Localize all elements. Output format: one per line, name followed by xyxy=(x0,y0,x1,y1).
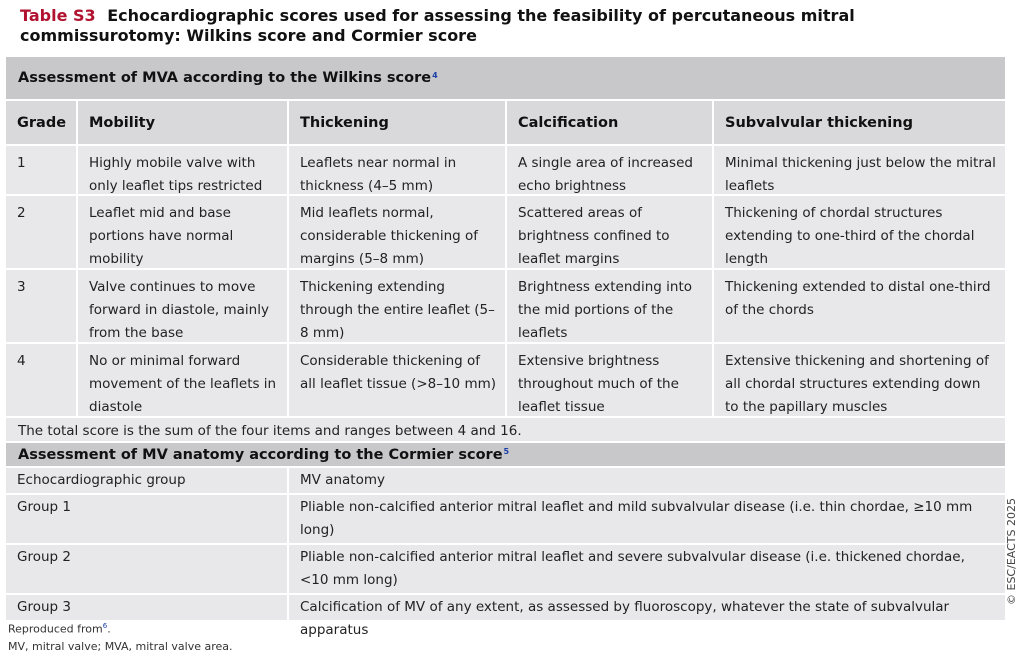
reproduced-text: Reproduced from xyxy=(8,622,103,636)
mobility-cell: Valve continues to move forward in diast… xyxy=(78,270,289,342)
reproduced-period: . xyxy=(107,622,111,636)
table-row: 4 No or minimal forward movement of the … xyxy=(6,344,1005,418)
grade-cell: 2 xyxy=(6,196,78,268)
table-row: 2 Leaflet mid and base portions have nor… xyxy=(6,196,1005,270)
group-cell: Group 2 xyxy=(6,545,289,593)
table-row: 3 Valve continues to move forward in dia… xyxy=(6,270,1005,344)
cormier-header-row: Echocardiographic group MV anatomy xyxy=(6,468,1005,495)
grade-cell: 4 xyxy=(6,344,78,416)
col-header-echo-group: Echocardiographic group xyxy=(6,468,289,493)
reproduced-footnote: Reproduced from6. xyxy=(8,622,111,636)
subvalvular-cell: Extensive thickening and shortening of a… xyxy=(725,353,989,415)
col-header-subvalvular: Subvalvular thickening xyxy=(725,115,913,131)
col-header-calcification: Calcification xyxy=(507,101,714,144)
wilkins-header-row: Grade Mobility Thickening Calcification … xyxy=(6,101,1005,146)
grade-cell: 1 xyxy=(6,146,78,194)
abbreviations-footnote: MV, mitral valve; MVA, mitral valve area… xyxy=(8,640,233,653)
col-header-grade: Grade xyxy=(6,101,78,144)
calcification-cell: Brightness extending into the mid portio… xyxy=(507,270,714,342)
grade-cell: 3 xyxy=(6,270,78,342)
wilkins-total-note: The total score is the sum of the four i… xyxy=(6,418,1005,443)
group-cell: Group 3 xyxy=(6,595,289,620)
thickening-cell: Considerable thickening of all leaflet t… xyxy=(289,344,507,416)
col-header-mobility: Mobility xyxy=(78,101,289,144)
cormier-ref[interactable]: 5 xyxy=(503,447,510,456)
col-header-thickening: Thickening xyxy=(289,101,507,144)
mobility-cell: Leaflet mid and base portions have norma… xyxy=(78,196,289,268)
wilkins-section-heading: Assessment of MVA according to the Wilki… xyxy=(6,57,1005,101)
table-label: Table S3 xyxy=(20,6,96,25)
table-row: Group 2 Pliable non-calcified anterior m… xyxy=(6,545,1005,595)
table-row: Group 3 Calcification of MV of any exten… xyxy=(6,595,1005,638)
reproduced-ref[interactable]: 6 xyxy=(102,622,108,630)
table-row: 1 Highly mobile valve with only leaflet … xyxy=(6,146,1005,196)
calcification-cell: Scattered areas of brightness confined t… xyxy=(507,196,714,268)
thickening-cell: Thickening extending through the entire … xyxy=(289,270,507,342)
calcification-cell: A single area of increased echo brightne… xyxy=(507,146,714,194)
cormier-heading-text: Assessment of MV anatomy according to th… xyxy=(18,446,503,463)
anatomy-cell: Calcification of MV of any extent, as as… xyxy=(300,599,950,638)
subvalvular-cell: Thickening extended to distal one-third … xyxy=(725,279,991,318)
anatomy-cell: Pliable non-calcified anterior mitral le… xyxy=(300,549,965,588)
group-cell: Group 1 xyxy=(6,495,289,543)
wilkins-heading-text: Assessment of MVA according to the Wilki… xyxy=(18,70,432,86)
thickening-cell: Leaflets near normal in thickness (4–5 m… xyxy=(289,146,507,194)
calcification-cell: Extensive brightness throughout much of … xyxy=(507,344,714,416)
subvalvular-cell: Minimal thickening just below the mitral… xyxy=(725,155,996,194)
table-caption: Echocardiographic scores used for assess… xyxy=(20,6,855,45)
copyright-notice: © ESC/EACTS 2025 xyxy=(1005,498,1018,605)
cormier-section-heading: Assessment of MV anatomy according to th… xyxy=(6,443,1005,468)
col-header-mv-anatomy: MV anatomy xyxy=(300,472,385,488)
scores-table: Assessment of MVA according to the Wilki… xyxy=(6,57,1005,638)
subvalvular-cell: Thickening of chordal structures extendi… xyxy=(725,205,975,267)
anatomy-cell: Pliable non-calcified anterior mitral le… xyxy=(300,499,973,538)
mobility-cell: Highly mobile valve with only leaflet ti… xyxy=(78,146,289,194)
table-title: Table S3 Echocardiographic scores used f… xyxy=(20,6,1010,46)
wilkins-ref[interactable]: 4 xyxy=(432,70,438,80)
thickening-cell: Mid leaflets normal, considerable thicke… xyxy=(289,196,507,268)
mobility-cell: No or minimal forward movement of the le… xyxy=(78,344,289,416)
table-row: Group 1 Pliable non-calcified anterior m… xyxy=(6,495,1005,545)
